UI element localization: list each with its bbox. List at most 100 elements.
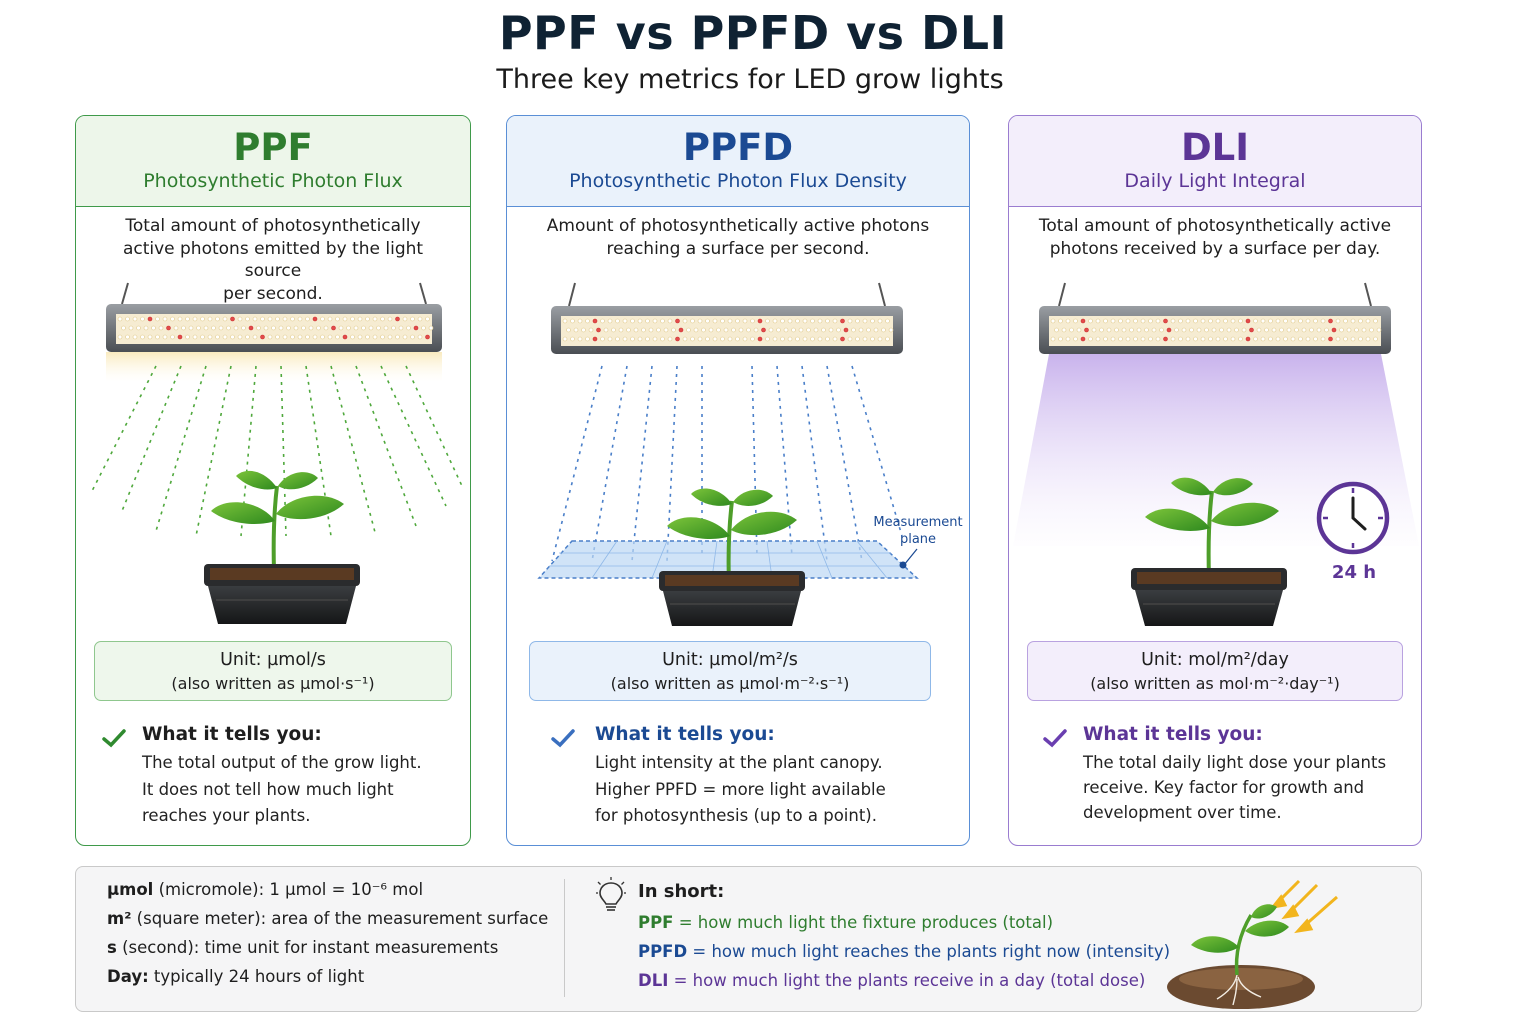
led-dot — [825, 318, 830, 324]
led-dot — [1354, 327, 1359, 333]
led-dot — [742, 336, 748, 342]
glossary-item: µmol (micromole): 1 µmol = 10⁻⁶ mol — [107, 880, 423, 899]
led-dot — [1148, 318, 1153, 324]
led-dot — [806, 327, 811, 333]
led-dot — [297, 316, 303, 322]
led-dot — [1136, 327, 1142, 333]
dli-card: DLI Daily Light Integral Total amount of… — [1008, 115, 1422, 846]
led-dot — [1189, 327, 1194, 333]
led-dot — [626, 327, 631, 333]
led-dot — [320, 316, 325, 322]
led-dot — [218, 325, 224, 331]
led-dot — [233, 325, 239, 331]
led-dot — [1155, 318, 1161, 324]
led-dot — [207, 334, 213, 340]
led-dot — [885, 318, 890, 324]
led-dot — [795, 336, 800, 342]
glossary-term: s — [107, 938, 117, 957]
led-dot — [230, 316, 235, 322]
in-short-line: PPFD = how much light reaches the plants… — [638, 942, 1170, 961]
led-dot — [832, 318, 838, 324]
ppf-tells-heading: What it tells you: — [142, 724, 322, 745]
led-dot — [417, 334, 423, 340]
led-dot — [607, 318, 613, 324]
ppf-tells-body: The total output of the grow light. It d… — [142, 750, 422, 830]
plane-label: plane — [900, 532, 936, 547]
led-dot — [1256, 327, 1262, 333]
led-dot — [1373, 318, 1378, 324]
led-dot — [690, 336, 695, 342]
led-dot — [290, 316, 295, 322]
led-dot — [802, 336, 808, 342]
led-dot — [252, 334, 258, 340]
led-dot — [603, 327, 609, 333]
led-dot — [825, 336, 830, 342]
led-dot — [241, 325, 246, 331]
led-dot — [686, 327, 691, 333]
in-short-key: DLI — [638, 971, 669, 990]
ppfd-tells-body: Light intensity at the plant canopy. Hig… — [595, 750, 886, 830]
led-dot — [293, 325, 299, 331]
led-dot — [765, 336, 770, 342]
led-dot — [1279, 327, 1284, 333]
led-dot — [1133, 336, 1138, 342]
led-dot — [1095, 318, 1101, 324]
led-dot — [327, 334, 333, 340]
led-dot — [1058, 336, 1063, 342]
page-subtitle: Three key metrics for LED grow lights — [496, 64, 1004, 95]
led-dot — [125, 316, 130, 322]
led-dot — [573, 327, 579, 333]
led-dot — [870, 318, 875, 324]
led-dot — [1133, 318, 1138, 324]
check-icon — [551, 729, 575, 748]
led-dot — [263, 325, 269, 331]
led-dot — [121, 325, 126, 331]
glossary-text: (micromole): 1 µmol = 10⁻⁶ mol — [153, 880, 424, 899]
led-dot — [1073, 336, 1078, 342]
led-dot — [248, 325, 254, 331]
led-dot — [200, 334, 205, 340]
led-dot — [1241, 327, 1247, 333]
led-dot — [652, 318, 658, 324]
ppfd-definition-line: Amount of photosynthetically active phot… — [546, 216, 930, 236]
led-dot — [765, 318, 770, 324]
led-dot — [1249, 327, 1254, 333]
led-dot — [1151, 327, 1157, 333]
led-dot — [1223, 318, 1228, 324]
led-array — [117, 316, 434, 340]
led-dot — [151, 325, 156, 331]
led-dot — [117, 316, 123, 322]
ppf-name: PPF — [233, 126, 313, 169]
led-dot — [735, 336, 740, 342]
led-dot — [615, 336, 620, 342]
ppf-full-name: Photosynthetic Photon Flux — [143, 170, 403, 192]
seedling-icon — [1145, 477, 1279, 579]
page-title: PPF vs PPFD vs DLI — [498, 6, 1008, 60]
led-dot — [162, 334, 168, 340]
clock-icon — [1316, 481, 1390, 555]
led-dot — [125, 334, 130, 340]
dli-full-name: Daily Light Integral — [1124, 170, 1306, 192]
led-dot — [391, 325, 396, 331]
led-dot — [712, 336, 718, 342]
led-dot — [1234, 327, 1239, 333]
led-dot — [275, 334, 280, 340]
led-dot — [562, 318, 568, 324]
led-dot — [731, 327, 736, 333]
led-dot — [1294, 327, 1299, 333]
led-dot — [862, 318, 868, 324]
dli-tells-line: receive. Key factor for growth and — [1083, 778, 1365, 797]
led-dot — [588, 327, 594, 333]
led-dot — [267, 316, 273, 322]
hanger-cable — [1364, 282, 1372, 307]
led-dot — [667, 336, 673, 342]
led-dot — [361, 325, 366, 331]
led-dot — [1275, 318, 1281, 324]
led-dot — [286, 325, 291, 331]
hanger-cable — [419, 282, 427, 305]
led-dot — [678, 327, 684, 333]
led-dot — [140, 334, 145, 340]
led-dot — [1260, 318, 1266, 324]
led-dot — [772, 336, 778, 342]
led-dot — [1103, 318, 1108, 324]
